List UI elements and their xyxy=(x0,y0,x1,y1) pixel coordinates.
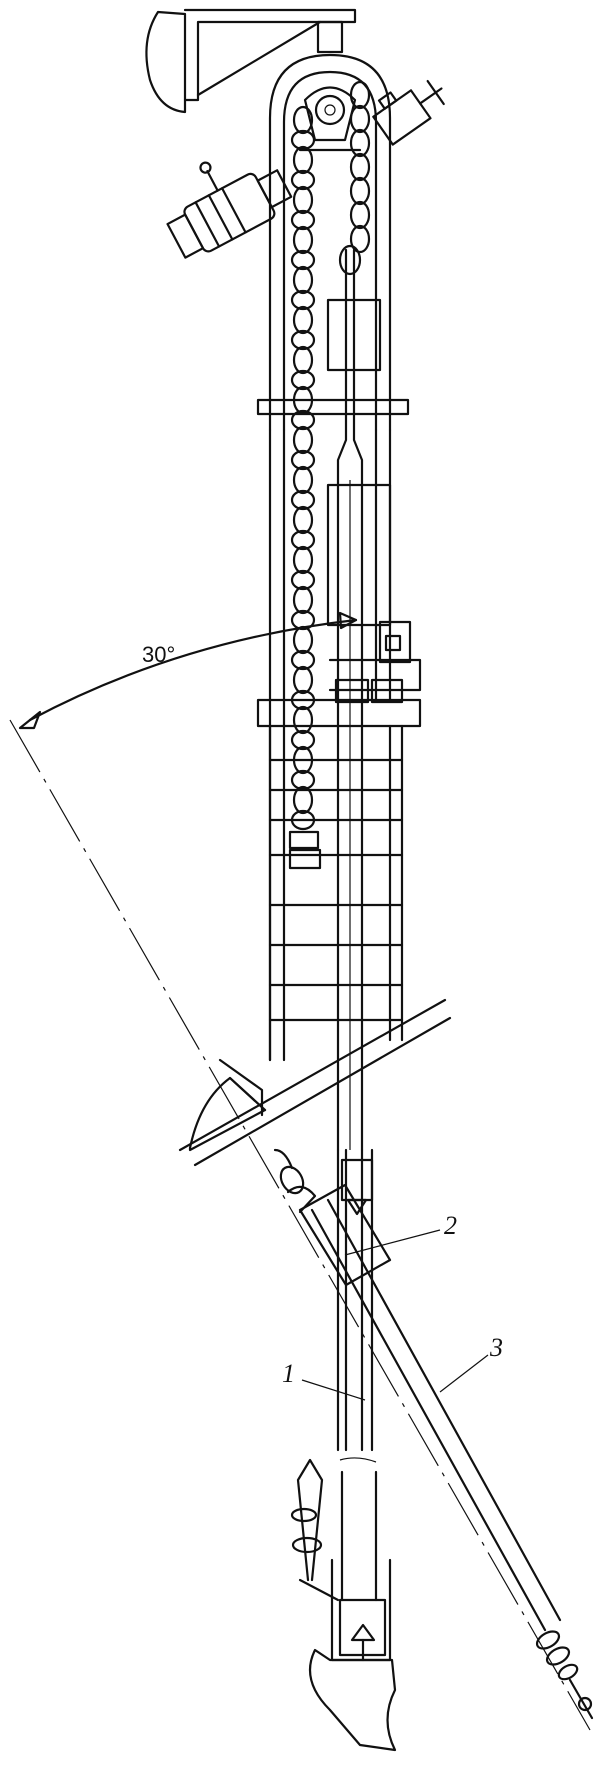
chain-link xyxy=(292,145,314,175)
chain-link xyxy=(292,585,314,615)
top-wall-mount xyxy=(145,8,357,114)
chain-link xyxy=(292,705,314,735)
chain-link xyxy=(292,305,314,335)
chain-link xyxy=(290,649,316,671)
inclined-floor xyxy=(178,998,452,1167)
chain-link xyxy=(290,569,316,591)
bottom-anchor xyxy=(290,1458,397,1752)
chain-link xyxy=(349,104,371,134)
chain-link xyxy=(349,176,371,206)
chain-link xyxy=(290,169,316,191)
callout-3: 3 xyxy=(489,1333,503,1362)
left-chain xyxy=(288,105,320,850)
chain-link xyxy=(290,369,316,391)
chain-link xyxy=(290,289,316,311)
inclined-axis xyxy=(9,719,591,1731)
chain-link xyxy=(292,225,314,255)
callout-2: 2 xyxy=(444,1211,457,1240)
top-sheave-housing xyxy=(268,53,392,432)
chain-link xyxy=(290,209,316,231)
lower-housing xyxy=(256,698,422,1062)
chain-link xyxy=(290,729,316,751)
brake-unit xyxy=(372,79,445,146)
chain-link xyxy=(290,409,316,431)
chain-link xyxy=(292,625,314,655)
chain-link xyxy=(292,785,314,815)
chain-link xyxy=(290,129,316,151)
chain-link xyxy=(290,329,316,351)
inclined-tube-3 xyxy=(273,1148,594,1720)
chain-link xyxy=(292,105,314,135)
chain-link xyxy=(292,265,314,295)
angle-label: 30° xyxy=(142,642,175,667)
chain-link xyxy=(349,128,371,158)
chain-link xyxy=(349,152,371,182)
chain-link xyxy=(290,529,316,551)
right-chain xyxy=(349,80,371,254)
chain-link xyxy=(290,249,316,271)
chain-link xyxy=(292,425,314,455)
chain-link xyxy=(292,465,314,495)
chain-link xyxy=(292,505,314,535)
chain-link xyxy=(292,665,314,695)
chain-link xyxy=(290,449,316,471)
chain-link xyxy=(290,609,316,631)
callout-leaders xyxy=(301,1229,489,1401)
chain-link xyxy=(292,545,314,575)
bearing-bracket xyxy=(328,620,422,704)
chain-link xyxy=(290,489,316,511)
chain-link xyxy=(349,80,371,110)
chain-hook xyxy=(288,830,320,850)
chain-link xyxy=(292,345,314,375)
chain-link xyxy=(349,224,371,254)
drive-motor xyxy=(166,161,293,259)
guide-tube-1 xyxy=(336,1148,378,1602)
callout-1: 1 xyxy=(282,1359,295,1388)
chain-link xyxy=(349,200,371,230)
chain-link xyxy=(292,185,314,215)
counterweight-rod xyxy=(336,244,364,1152)
angle-arc xyxy=(18,611,358,730)
